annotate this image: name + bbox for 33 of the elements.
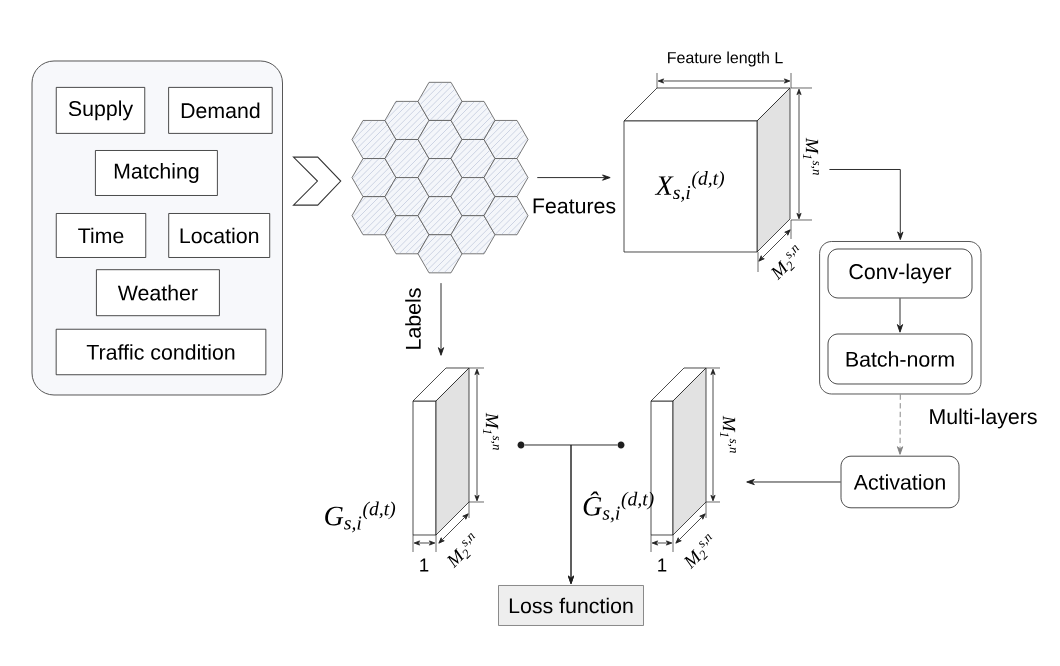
edge-label: Multi-layers — [927, 407, 1039, 430]
arrow — [567, 444, 618, 585]
arrow — [896, 297, 904, 333]
dashed-arrow — [896, 394, 904, 455]
text-box: Matching — [95, 150, 218, 196]
text-box: Demand — [168, 87, 273, 134]
arrow — [746, 478, 842, 486]
dimension-label: Feature length L — [668, 51, 783, 67]
chevron-arrow — [292, 156, 342, 206]
text-box: Traffic condition — [55, 328, 267, 376]
text-box: Supply — [55, 87, 146, 134]
layer-box: Batch-norm — [827, 333, 973, 385]
hexagon-grid-drawing — [351, 81, 529, 274]
layer-box: Conv-layer — [827, 248, 973, 299]
edge-label: Features — [530, 197, 618, 215]
edge-label: Labels — [403, 286, 423, 352]
arrow — [437, 282, 445, 356]
dimension-label: M$_{2}$s,n — [446, 533, 476, 569]
dimension-label: M$_{2}$s,n — [683, 534, 713, 570]
dimension-label: 1 — [658, 558, 667, 572]
dimension-label: M$_{1}$s,n — [483, 412, 499, 450]
arrow — [828, 169, 904, 241]
layer-box: Activation — [840, 455, 960, 509]
text-box: Time — [55, 213, 147, 258]
symbol-label: Ĝ$_{s,i}$(d,t) — [583, 491, 654, 523]
text-box: Location — [168, 213, 271, 258]
arrow — [536, 174, 611, 181]
dimension-label: 1 — [420, 558, 429, 572]
symbol-label: G$_{s,i}$(d,t) — [325, 501, 396, 533]
dimension-label: M$_{1}$s,n — [803, 137, 819, 175]
process-box: Loss function — [498, 585, 644, 626]
feature-cube: X$_{s,i}$(d,t) — [623, 87, 791, 253]
text-box: Weather — [96, 269, 220, 317]
